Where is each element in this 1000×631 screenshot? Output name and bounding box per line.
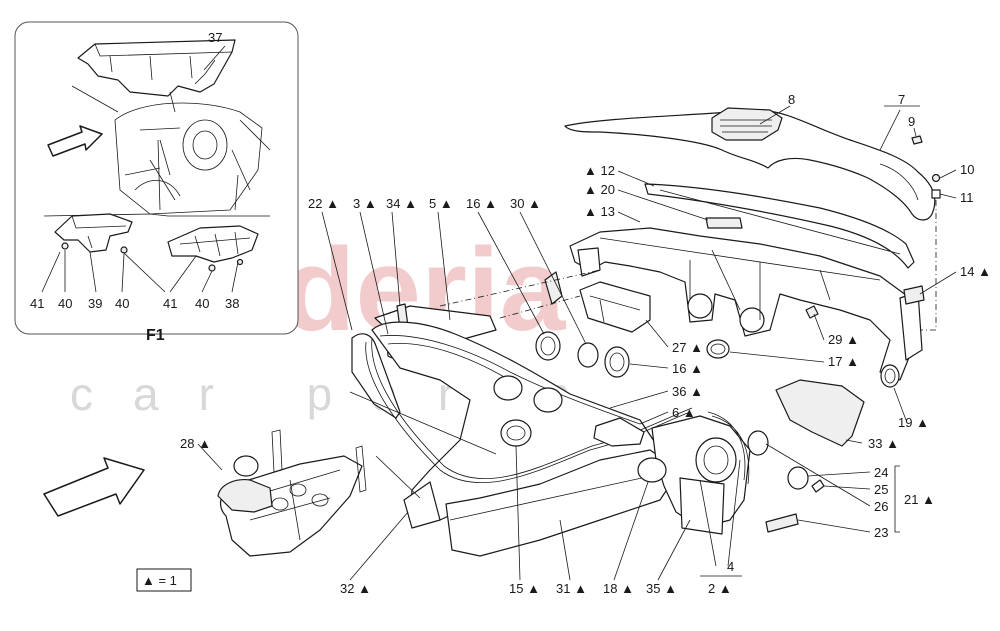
part-20: [705, 217, 743, 229]
part-21-disc: [787, 466, 809, 490]
leader-lines: [197, 45, 957, 581]
part-7: [564, 109, 936, 221]
part-11: [931, 189, 941, 199]
label-2: 2 ▲: [708, 581, 732, 596]
label-30: 30 ▲: [510, 196, 541, 211]
frame-end-left: [577, 247, 601, 277]
label-41a: 41: [30, 296, 44, 311]
fastener-40c: [208, 264, 216, 272]
part-27: [579, 281, 651, 333]
label-29: 29 ▲: [828, 332, 859, 347]
part-14: [903, 285, 925, 305]
label-15: 15 ▲: [509, 581, 540, 596]
label-40c: 40: [195, 296, 209, 311]
label-40b: 40: [115, 296, 129, 311]
fastener-40a: [61, 242, 69, 250]
label-24: 24: [874, 465, 888, 480]
label-32: 32 ▲: [340, 581, 371, 596]
label-12: ▲ 12: [584, 163, 615, 178]
label-16b: 16 ▲: [672, 361, 703, 376]
label-41b: 41: [163, 296, 177, 311]
part-17: [706, 339, 730, 359]
label-38: 38: [225, 296, 239, 311]
label-9: 9: [908, 114, 915, 129]
label-13: ▲ 13: [584, 204, 615, 219]
label-34: 34 ▲: [386, 196, 417, 211]
label-18: 18 ▲: [603, 581, 634, 596]
console-vent-left: [493, 375, 523, 401]
dash-top-cover: [564, 107, 936, 221]
label-35: 35 ▲: [646, 581, 677, 596]
label-10: 10: [960, 162, 974, 177]
inset-title: F1: [146, 327, 165, 344]
label-33: 33 ▲: [868, 436, 899, 451]
interior-sketch: [114, 102, 271, 215]
label-27: 27 ▲: [672, 340, 703, 355]
dash-frame: [569, 227, 925, 381]
part-25: [811, 479, 825, 493]
part-19: [880, 364, 900, 388]
label-22: 22 ▲: [308, 196, 339, 211]
label-28: 28 ▲: [180, 436, 211, 451]
fastener-38: [236, 258, 244, 266]
part-32: [403, 481, 441, 529]
frame-duct-center: [739, 307, 765, 333]
label-11: 11: [960, 190, 974, 205]
label-5: 5 ▲: [429, 196, 453, 211]
part-23: [765, 513, 799, 533]
label-26: 26: [874, 499, 888, 514]
label-23: 23: [874, 525, 888, 540]
direction-arrow: [43, 457, 145, 517]
label-17: 17 ▲: [828, 354, 859, 369]
part-28-boot: [217, 479, 273, 513]
frame-duct-left: [687, 293, 713, 319]
legend: ▲ = 1: [136, 568, 192, 592]
part-33: [775, 379, 865, 447]
part-21-ring: [747, 430, 769, 456]
part-18: [637, 457, 667, 483]
label-6: 6 ▲: [672, 405, 696, 420]
gauge-ring-mid: [577, 342, 599, 368]
label-3: 3 ▲: [353, 196, 377, 211]
legend-text: ▲ = 1: [142, 573, 177, 588]
label-40a: 40: [58, 296, 72, 311]
inset-f1: [14, 21, 299, 335]
label-14: 14 ▲: [960, 264, 991, 279]
label-36: 36 ▲: [672, 384, 703, 399]
part-29: [805, 305, 819, 319]
part-35-vent: [695, 437, 737, 483]
label-8: 8: [788, 92, 795, 107]
right-console: [637, 411, 825, 535]
part-16-left: [535, 331, 561, 361]
part-6: [593, 417, 645, 447]
label-4: 4: [727, 559, 734, 574]
label-37: 37: [208, 30, 222, 45]
label-21: 21 ▲: [904, 492, 935, 507]
part-37: [77, 39, 236, 97]
label-39: 39: [88, 296, 102, 311]
part-labels: 37 41 40 39 40 41 40 38 8 7 9 10 11 ▲ 12…: [30, 30, 991, 596]
part-13: [569, 227, 921, 381]
label-31: 31 ▲: [556, 581, 587, 596]
legend-box: [136, 568, 192, 592]
part-28: [233, 455, 259, 477]
label-20: ▲ 20: [584, 182, 615, 197]
part-2: [679, 477, 725, 535]
gear-shifter: [217, 429, 367, 557]
label-19: 19 ▲: [898, 415, 929, 430]
part-9: [911, 135, 923, 145]
inset-arrow: [47, 125, 103, 157]
label-16a: 16 ▲: [466, 196, 497, 211]
part-15: [500, 419, 532, 447]
part-12: [644, 183, 915, 269]
label-7: 7: [898, 92, 905, 107]
fastener-40b: [120, 246, 128, 254]
label-25: 25: [874, 482, 888, 497]
part-10: [931, 173, 941, 183]
console-vent-right: [533, 387, 563, 413]
part-16-right: [604, 346, 630, 378]
